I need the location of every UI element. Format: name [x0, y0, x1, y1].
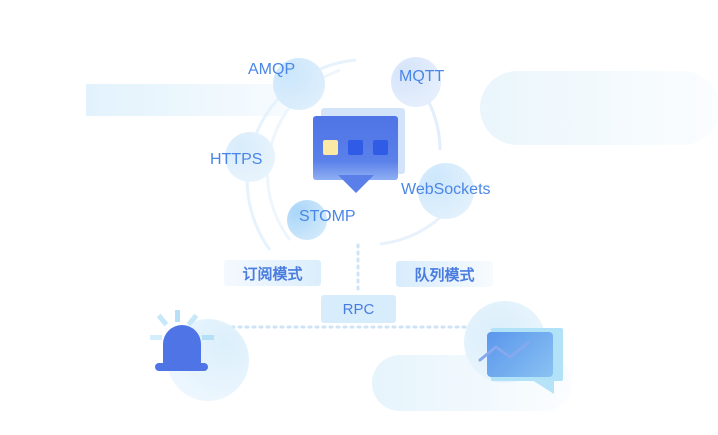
chart-monitor-icon: [478, 327, 564, 397]
bubble-stomp: [287, 200, 327, 240]
tag-subscribe-mode: 订阅模式: [224, 260, 321, 286]
protocol-label-mqtt: MQTT: [399, 68, 445, 85]
bubble-mqtt: [391, 57, 441, 107]
alarm-light-icon: [150, 308, 220, 372]
protocol-label-websockets: WebSockets: [401, 181, 491, 198]
bg-pill-right: [480, 71, 718, 145]
protocol-label-stomp: STOMP: [299, 208, 356, 225]
tag-rpc: RPC: [321, 295, 396, 323]
bubble-https: [225, 132, 275, 182]
message-bubble-icon: [313, 108, 405, 194]
bg-bar-left: [86, 84, 286, 116]
bubble-amqp: [273, 58, 325, 110]
bubble-websockets: [418, 163, 474, 219]
tag-queue-mode: 队列模式: [396, 261, 493, 287]
protocol-label-https: HTTPS: [210, 151, 263, 168]
protocol-label-amqp: AMQP: [248, 61, 296, 78]
